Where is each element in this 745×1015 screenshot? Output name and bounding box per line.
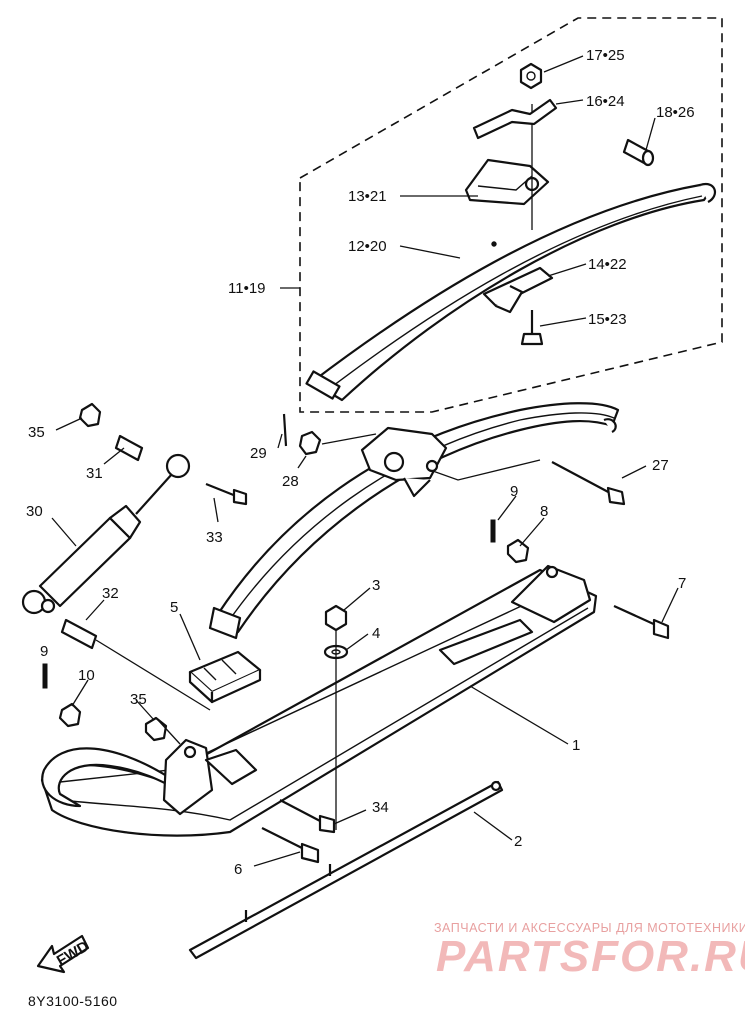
label-2: 2	[514, 833, 522, 850]
nut-10	[58, 702, 82, 728]
bolt-15-23	[520, 310, 544, 346]
collar-31	[114, 434, 144, 462]
bolt-7	[613, 604, 670, 640]
label-9-upper: 9	[510, 483, 518, 500]
label-4: 4	[372, 625, 380, 642]
ski-runner	[188, 780, 504, 960]
collar-upper	[622, 138, 655, 167]
label-32: 32	[102, 585, 119, 602]
label-30: 30	[26, 503, 43, 520]
pin-9-upper	[490, 519, 496, 543]
label-35-lower: 35	[130, 691, 147, 708]
watermark-tagline: ЗАПЧАСТИ И АКСЕССУАРЫ ДЛЯ МОТОТЕХНИКИ	[434, 921, 745, 935]
ski	[40, 568, 598, 837]
label-35-upper: 35	[28, 424, 45, 441]
label-11-19: 11•19	[228, 280, 266, 297]
nut-top	[519, 62, 543, 90]
label-13-21: 13•21	[348, 188, 387, 205]
pin-9-lower	[42, 663, 48, 689]
label-14-22: 14•22	[588, 256, 627, 273]
bolt-29	[282, 413, 288, 447]
label-1: 1	[572, 737, 580, 754]
ski-handle-loop	[41, 747, 184, 808]
exploded-view-boundary	[299, 17, 723, 413]
label-8: 8	[540, 503, 548, 520]
diagram-code: 8Y3100-5160	[28, 993, 118, 1009]
label-3: 3	[372, 577, 380, 594]
nut-35-upper	[78, 402, 102, 428]
label-28: 28	[282, 473, 299, 490]
nut-28	[298, 430, 322, 456]
label-34: 34	[372, 799, 389, 816]
ski-front-bracket	[162, 738, 258, 816]
fwd-arrow-icon: FWD	[36, 934, 92, 974]
label-12-20: 12•20	[348, 238, 387, 255]
bolt-34	[279, 799, 336, 834]
leader-lines	[51, 55, 679, 867]
label-29: 29	[250, 445, 267, 462]
nut-3	[324, 604, 348, 632]
label-18-26: 18•26	[656, 104, 695, 121]
label-15-23: 15•23	[588, 311, 627, 328]
label-6: 6	[234, 861, 242, 878]
bolt-6	[261, 827, 320, 864]
nut-35-lower	[144, 716, 168, 742]
part-labels: 17•25 16•24 18•26 13•21 12•20 11•19 14•2…	[26, 47, 695, 878]
nut-8	[506, 538, 530, 564]
spring-plate-lower	[482, 266, 554, 314]
watermark-brand: PARTSFOR.RU	[436, 932, 745, 981]
label-9-lower: 9	[40, 643, 48, 660]
upper-leaf-spring	[305, 182, 717, 402]
clip-plate	[472, 98, 558, 140]
bolt-27	[551, 461, 626, 506]
spring-bracket-upper	[464, 104, 550, 230]
wear-plate	[188, 650, 262, 704]
saddle-bracket	[360, 426, 448, 498]
collar-32	[60, 618, 211, 711]
label-31: 31	[86, 465, 103, 482]
bolt-33	[205, 482, 248, 506]
ski-rear-bracket	[510, 564, 592, 624]
label-10: 10	[78, 667, 95, 684]
label-27: 27	[652, 457, 669, 474]
label-17-25: 17•25	[586, 47, 625, 64]
label-7: 7	[678, 575, 686, 592]
label-33: 33	[206, 529, 223, 546]
label-5: 5	[170, 599, 178, 616]
label-16-24: 16•24	[586, 93, 625, 110]
shock-absorber	[21, 453, 191, 615]
